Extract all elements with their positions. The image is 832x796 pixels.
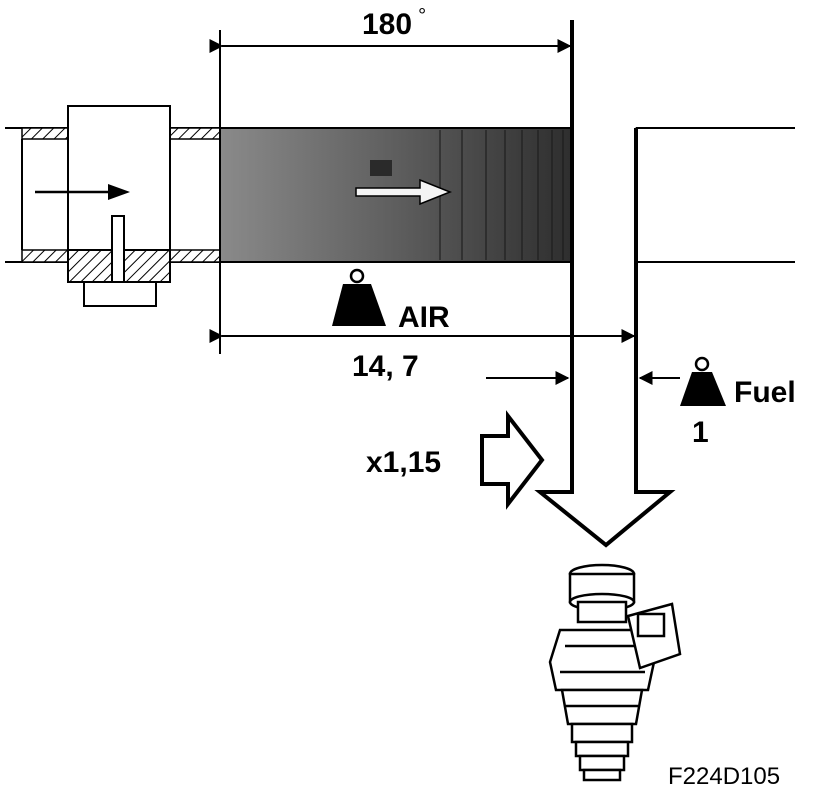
- air-flow-arrow-icon: [355, 160, 453, 206]
- enrichment-arrow-icon: [480, 410, 545, 510]
- angle-dimension: [209, 30, 572, 128]
- arrow-right-icon: [35, 184, 130, 200]
- fuel-ratio-label: 1: [692, 416, 709, 449]
- figure-code: F224D105: [668, 763, 780, 790]
- air-ratio-label: 14, 7: [352, 350, 419, 383]
- air-mass-sensor: [67, 105, 171, 307]
- air-ratio-dimension: [209, 262, 636, 354]
- multiplier-label: x1,15: [366, 446, 441, 479]
- weight-icon: [680, 356, 726, 406]
- mixture-down-arrow: [534, 20, 676, 548]
- weight-icon: [332, 268, 386, 326]
- air-column: [219, 127, 573, 263]
- angle-label: 180°: [362, 5, 426, 41]
- fuel-injector-icon: [548, 563, 682, 782]
- air-label: AIR: [398, 301, 450, 334]
- fuel-label: Fuel: [734, 376, 796, 409]
